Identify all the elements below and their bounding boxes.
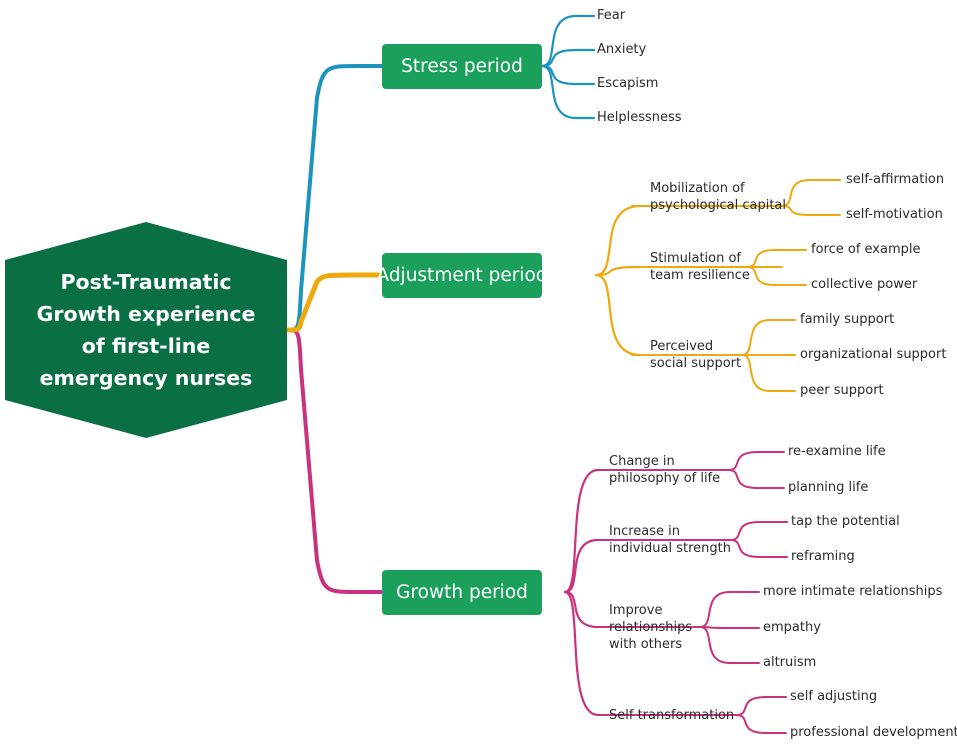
adjustment-leaf-link-psychological-capital-1 (781, 205, 811, 216)
stress-leaf-anxiety: Anxiety (597, 42, 647, 57)
growth-theme-self-transformation: Self transformation (609, 708, 735, 723)
root-title: Post-Traumatic Growth experience of firs… (36, 270, 256, 390)
stress-period-node: Stress period (382, 44, 542, 89)
growth-leaf-reframing: reframing (791, 549, 855, 564)
adjustment-link-psychological-capital (594, 204, 642, 277)
growth-leaf-link-philosophy-of-life-1 (727, 469, 759, 489)
adjustment-leaf-link-social-support-0 (741, 319, 771, 356)
growth-leaf-re-examine-life: re-examine life (788, 444, 886, 459)
growth-leaf-link-relationships-0 (699, 591, 731, 628)
growth-link-individual-strength (563, 538, 600, 594)
growth-theme-philosophy-of-life: Change in philosophy of life (609, 454, 721, 486)
adjustment-period-node: Adjustment period (376, 253, 548, 298)
stress-trunk (285, 64, 384, 332)
growth-theme-individual-strength: Increase in individual strength (609, 524, 731, 556)
growth-leaf-tap-the-potential: tap the potential (791, 514, 900, 529)
growth-leaf-link-self-transformation-1 (735, 714, 767, 734)
growth-leaf-link-individual-strength-0 (729, 521, 761, 541)
adjustment-theme-team-resilience: Stimulation of team resilience (650, 251, 750, 283)
growth-leaf-altruism: altruism (763, 655, 817, 670)
growth-leaf-link-self-transformation-0 (735, 696, 767, 716)
adjustment-leaf-link-team-resilience-0 (746, 249, 776, 268)
adjustment-leaf-collective-power: collective power (811, 277, 918, 292)
growth-leaf-empathy: empathy (763, 620, 821, 635)
growth-link-philosophy-of-life (563, 468, 600, 594)
growth-leaf-link-individual-strength-1 (729, 539, 761, 558)
adjustment-leaf-self-affirmation: self-affirmation (846, 172, 945, 187)
adjustment-theme-psychological-capital: Mobilization of psychological capital (650, 181, 786, 213)
growth-leaf-planning-life: planning life (788, 480, 869, 495)
stress-leaf-fear: Fear (597, 8, 626, 23)
root-node-shape (5, 222, 287, 438)
growth-link-self-transformation (563, 590, 600, 717)
stress-link-helplessness (540, 64, 578, 120)
adjustment-leaf-link-social-support-2 (741, 354, 771, 392)
adjustment-leaf-link-team-resilience-1 (746, 266, 776, 286)
growth-link-relationships (563, 590, 600, 629)
adjustment-leaf-force-of-example: force of example (811, 242, 921, 257)
growth-period-node: Growth period (382, 570, 542, 615)
adjustment-leaf-peer-support: peer support (800, 383, 884, 398)
stress-leaf-escapism: Escapism (597, 76, 659, 91)
growth-leaf-link-relationships-2 (699, 626, 731, 664)
adjustment-theme-social-support: Perceived social support (650, 339, 742, 371)
adjustment-leaf-organizational-support: organizational support (800, 347, 947, 362)
root-hexagon (5, 222, 287, 438)
adjustment-link-social-support (594, 273, 642, 357)
stress-leaf-helplessness: Helplessness (597, 110, 682, 125)
growth-trunk (285, 328, 384, 594)
adjustment-leaf-family-support: family support (800, 312, 895, 327)
growth-leaf-self-adjusting: self adjusting (790, 689, 878, 704)
growth-theme-relationships: Improve relationships with others (609, 603, 693, 652)
growth-leaf-professional-development: professional development (790, 725, 957, 740)
adjustment-link-team-resilience (594, 265, 642, 277)
stress-link-fear (540, 14, 578, 68)
growth-leaf-link-philosophy-of-life-0 (727, 451, 759, 471)
adjustment-leaf-self-motivation: self-motivation (846, 207, 943, 222)
growth-leaf-intimate-relationships: more intimate relationships (763, 584, 943, 599)
adjustment-leaf-link-psychological-capital-0 (781, 179, 811, 207)
adjustment-trunk (284, 272, 385, 333)
